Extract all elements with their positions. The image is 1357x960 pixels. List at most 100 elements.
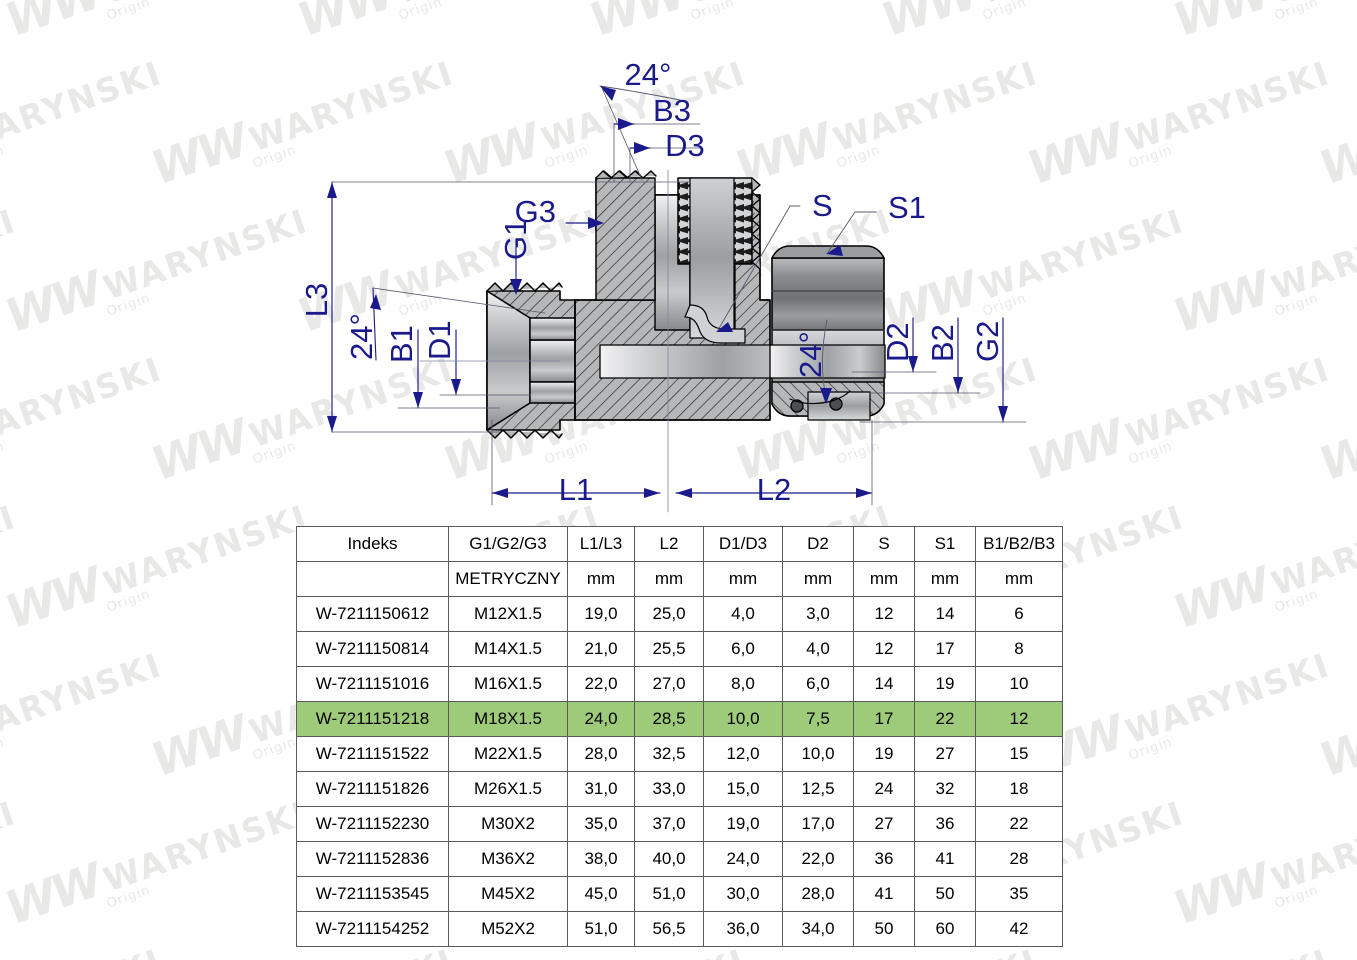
table-cell: 42 [975,911,1063,947]
table-cell-index: W-7211153545 [296,876,449,912]
table-cell: 4,0 [703,596,783,632]
table-cell: 30,0 [703,876,783,912]
watermark-logo-mark: WW [144,705,253,788]
table-cell: 19,0 [567,596,635,632]
watermark-brand: WARYNSKI [98,793,313,900]
table-cell: 32 [914,771,976,807]
table-unit-cell-2: mm [567,561,635,597]
table-cell: 19,0 [703,806,783,842]
table-unit-cell-1: METRYCZNY [448,561,568,597]
table-cell: 4,0 [782,631,854,667]
table-unit-cell-7: mm [914,561,976,597]
table-cell: M12X1.5 [448,596,568,632]
table-cell: M52X2 [448,911,568,947]
table-cell: 14 [914,596,976,632]
table-cell: 50 [914,876,976,912]
table-header-cell-4: D1/D3 [703,526,783,562]
table-header-cell-0: Indeks [296,526,449,562]
table-header-cell-7: S1 [914,526,976,562]
label-b2: B2 [925,324,960,362]
table-cell: 10,0 [703,701,783,737]
watermark-tagline: Origin [1272,882,1321,912]
table-cell: 14 [853,666,915,702]
table-cell: 7,5 [782,701,854,737]
table-cell: 50 [853,911,915,947]
table-cell-index: W-7211150612 [296,596,449,632]
label-l2: L2 [757,472,791,507]
table-cell: 12 [853,596,915,632]
label-d3: D3 [665,128,705,163]
table-unit-cell-6: mm [853,561,915,597]
table-cell-index: W-7211151218 [296,701,449,737]
table-cell: 10 [975,666,1063,702]
table-cell: M30X2 [448,806,568,842]
label-d1: D1 [422,320,457,360]
table-header-cell-3: L2 [634,526,704,562]
table-cell-index: W-7211152836 [296,841,449,877]
technical-drawing: 24° B3 D3 G3 S S1 G1 L3 24° B1 D1 24° D2… [299,57,1027,513]
table-cell: 22 [975,806,1063,842]
table-cell: 19 [853,736,915,772]
table-cell: 51,0 [567,911,635,947]
watermark-tagline: Origin [0,734,7,764]
label-l3: L3 [299,283,334,317]
table-cell: 31,0 [567,771,635,807]
table-cell-index: W-7211152230 [296,806,449,842]
watermark-logo-mark: WW [1312,705,1357,788]
table-cell: 35,0 [567,806,635,842]
table-cell: 24,0 [567,701,635,737]
watermark-brand: WARYNSKI [0,793,21,900]
table-cell: M14X1.5 [448,631,568,667]
table-cell: 8 [975,631,1063,667]
table-cell: 41 [914,841,976,877]
watermark-tagline: Origin [0,827,24,910]
table-cell: 17,0 [782,806,854,842]
label-angle-left: 24° [344,313,379,360]
watermark-tagline: Origin [1126,734,1175,764]
table-header-cell-2: L1/L3 [567,526,635,562]
watermark-tagline: Origin [104,882,153,912]
table-cell: 21,0 [567,631,635,667]
table-cell: 38,0 [567,841,635,877]
watermark-logo-mark: WW [1166,557,1275,640]
table-cell: 45,0 [567,876,635,912]
table-cell: 12,5 [782,771,854,807]
table-cell-index: W-7211151826 [296,771,449,807]
label-b3: B3 [653,93,691,128]
watermark-tagline: Origin [1272,586,1321,616]
label-g1: G1 [498,219,533,260]
table-cell: 19 [914,666,976,702]
label-g3: G3 [515,194,556,229]
label-angle-right: 24° [793,331,828,378]
table-cell: 12 [975,701,1063,737]
table-header-cell-8: B1/B2/B3 [975,526,1063,562]
table-cell-index: W-7211154252 [296,911,449,947]
label-d2: D2 [880,322,915,362]
label-b1: B1 [384,325,419,363]
label-l1: L1 [559,472,593,507]
table-cell: 60 [914,911,976,947]
table-cell: 17 [853,701,915,737]
table-cell: 10,0 [782,736,854,772]
table-cell-index: W-7211150814 [296,631,449,667]
table-unit-cell-3: mm [634,561,704,597]
table-cell: 40,0 [634,841,704,877]
